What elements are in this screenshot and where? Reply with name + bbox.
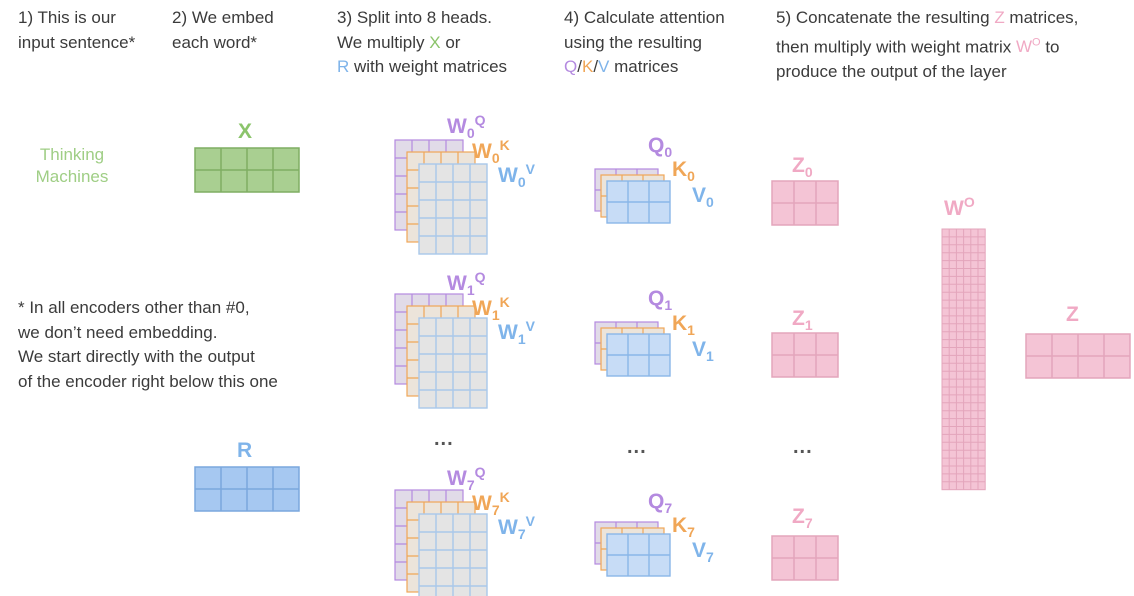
w1q-label: W1Q <box>447 269 486 298</box>
z1-matrix <box>771 332 839 378</box>
w0v-matrix <box>418 163 488 255</box>
wo-label: WO <box>944 194 975 220</box>
step-4-slash-1: / <box>577 57 582 76</box>
ellipsis-weights: ... <box>434 428 454 450</box>
step-3-caption: 3) Split into 8 heads. We multiply X or … <box>337 6 507 80</box>
x-label: X <box>238 120 253 143</box>
w1v-matrix <box>418 317 488 409</box>
word-machines: Machines <box>35 167 109 186</box>
step-2-line-2: each word* <box>172 32 258 52</box>
step-4-q-highlight: Q <box>564 57 578 76</box>
q1-label: Q1 <box>648 287 673 313</box>
step-5-wo-w: W <box>1015 37 1033 57</box>
step-4-caption: 4) Calculate attention using the resulti… <box>564 6 725 80</box>
v7-label: V7 <box>692 539 714 565</box>
z7-matrix <box>771 535 839 581</box>
step-3-line-2-text: We multiply <box>337 32 430 52</box>
step-3-line-3-text: with weight matrices <box>349 57 508 76</box>
step-5-line-1-text: 5) Concatenate the resulting <box>776 8 995 27</box>
wo-matrix <box>941 228 986 491</box>
footnote-line-3: We start directly with the output <box>18 347 255 366</box>
footnote-line-4: of the encoder right below this one <box>18 371 278 391</box>
encoder-footnote: * In all encoders other than #0, we don’… <box>18 296 278 394</box>
k7-label: K7 <box>672 514 695 540</box>
step-5-line-2: then multiply with weight matrix WO to <box>776 31 1078 60</box>
q0-label: Q0 <box>648 134 673 160</box>
step-3-x-highlight: X <box>429 32 441 52</box>
w1k-label: W1K <box>472 294 510 323</box>
w7v-label: W7V <box>498 513 535 542</box>
step-1-line-2: input sentence* <box>18 32 136 52</box>
step-1-caption: 1) This is our input sentence* <box>18 6 135 55</box>
step-3-r-highlight: R <box>337 57 350 76</box>
z1-label: Z1 <box>792 307 813 333</box>
ellipsis-qkv: ... <box>627 436 647 458</box>
step-5-z-highlight: Z <box>994 8 1005 27</box>
footnote-line-1: * In all encoders other than #0, <box>18 298 250 317</box>
q7-label: Q7 <box>648 490 673 516</box>
step-4-v-highlight: V <box>598 57 610 76</box>
step-4-line-3-text: matrices <box>609 57 679 76</box>
v1-matrix <box>606 333 671 377</box>
w1v-label: W1V <box>498 318 535 347</box>
step-3-line-2-or: or <box>440 32 461 52</box>
w0v-label: W0V <box>498 161 535 190</box>
w0k-label: W0K <box>472 137 510 166</box>
r-label: R <box>237 439 253 462</box>
step-5-line-1: 5) Concatenate the resulting Z matrices, <box>776 6 1078 31</box>
step-5-line-2-text: then multiply with weight matrix <box>776 37 1016 57</box>
v1-label: V1 <box>692 338 714 364</box>
word-thinking: Thinking <box>39 145 105 164</box>
v7-matrix <box>606 533 671 577</box>
w0q-label: W0Q <box>447 112 486 141</box>
v0-matrix <box>606 180 671 224</box>
step-4-line-3: Q/K/V matrices <box>564 55 725 80</box>
v0-label: V0 <box>692 184 714 210</box>
k0-label: K0 <box>672 158 695 184</box>
z-output-matrix <box>1025 333 1131 379</box>
step-2-line-1: 2) We embed <box>172 8 274 27</box>
w7q-label: W7Q <box>447 464 486 493</box>
z0-matrix <box>771 180 839 226</box>
step-4-line-2: using the resulting <box>564 32 702 52</box>
z0-label: Z0 <box>792 154 813 180</box>
footnote-line-2: we don’t need embedding. <box>18 322 218 342</box>
step-5-wo-highlight: WO <box>1015 36 1041 57</box>
w7k-label: W7K <box>472 489 510 518</box>
x-matrix <box>194 147 300 193</box>
step-4-k-highlight: K <box>581 57 594 76</box>
r-matrix <box>194 466 300 512</box>
step-5-line-2-end: to <box>1040 37 1060 57</box>
step-1-line-1: 1) This is our <box>18 8 116 27</box>
step-5-wo-sup: O <box>1032 36 1041 49</box>
step-3-line-1: 3) Split into 8 heads. <box>337 8 492 27</box>
input-sentence: Thinking Machines <box>26 144 118 188</box>
step-5-line-1-end: matrices, <box>1004 8 1079 27</box>
z7-label: Z7 <box>792 505 813 531</box>
step-5-line-3: produce the output of the layer <box>776 61 1007 81</box>
z-output-label: Z <box>1066 303 1079 326</box>
step-2-caption: 2) We embed each word* <box>172 6 274 55</box>
step-3-line-3: R with weight matrices <box>337 55 507 80</box>
ellipsis-z: ... <box>793 436 813 458</box>
step-4-line-1: 4) Calculate attention <box>564 8 725 27</box>
w7v-matrix <box>418 513 488 596</box>
step-4-slash-2: / <box>593 57 599 76</box>
k1-label: K1 <box>672 312 695 338</box>
step-5-caption: 5) Concatenate the resulting Z matrices,… <box>776 6 1078 84</box>
step-3-line-2: We multiply X or <box>337 31 507 56</box>
